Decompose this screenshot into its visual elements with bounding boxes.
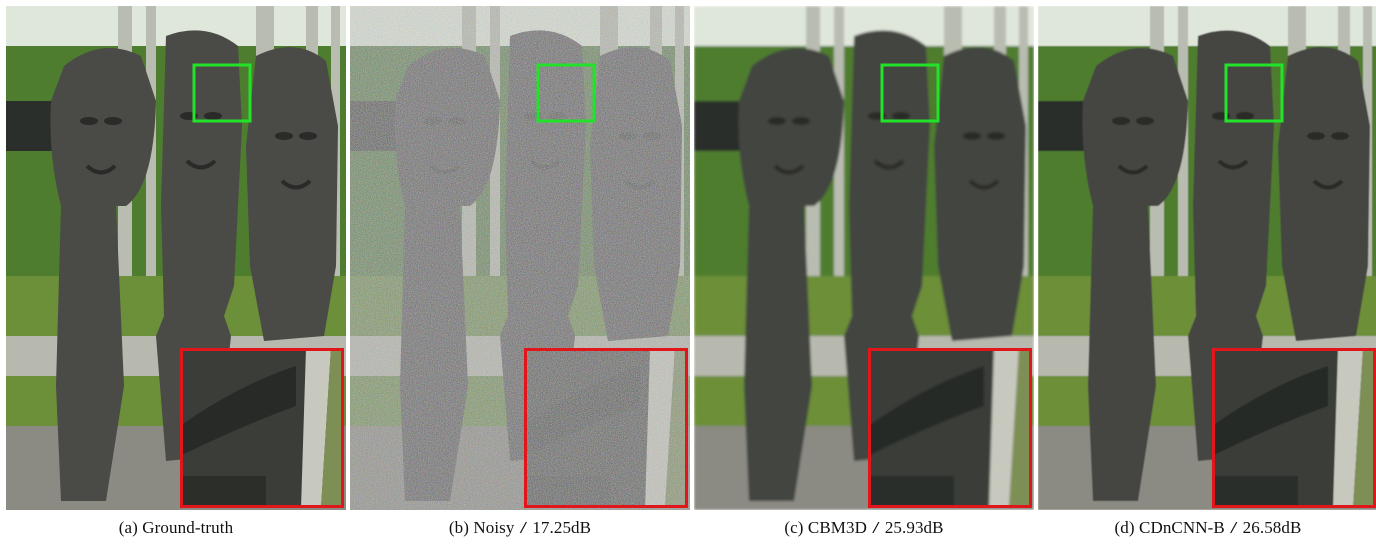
caption-method: Noisy: [473, 518, 515, 537]
roi-box: [880, 63, 940, 123]
caption-a: (a) Ground-truth: [6, 518, 346, 538]
caption-separator: /: [518, 521, 528, 538]
caption-separator: /: [871, 521, 881, 538]
caption-tag: (c): [784, 518, 804, 537]
caption-d: (d) CDnCNN-B / 26.58dB: [1038, 518, 1376, 538]
photo-noisy: [350, 6, 690, 510]
zoom-inset: [524, 348, 688, 508]
caption-psnr: 26.58dB: [1242, 518, 1302, 537]
roi-box: [192, 63, 252, 123]
statue-image: [350, 6, 690, 510]
caption-b: (b) Noisy / 17.25dB: [350, 518, 690, 538]
panel-b: [350, 6, 690, 510]
zoom-inset: [1212, 348, 1376, 508]
caption-tag: (a): [118, 518, 138, 537]
statue-image: [1038, 6, 1376, 510]
statue-image: [694, 6, 1034, 510]
zoom-inset: [868, 348, 1032, 508]
caption-tag: (d): [1114, 518, 1135, 537]
panel-d: [1038, 6, 1376, 510]
photo-cdncnn-b: [1038, 6, 1376, 510]
caption-tag: (b): [448, 518, 469, 537]
panel-a: [6, 6, 346, 510]
caption-separator: /: [1229, 521, 1239, 538]
caption-c: (c) CBM3D / 25.93dB: [694, 518, 1034, 538]
caption-method: CBM3D: [807, 518, 867, 537]
panel-c: [694, 6, 1034, 510]
photo-ground-truth: [6, 6, 346, 510]
caption-method: CDnCNN-B: [1139, 518, 1225, 537]
caption-psnr: 25.93dB: [884, 518, 944, 537]
statue-image: [6, 6, 346, 510]
caption-psnr: 17.25dB: [532, 518, 592, 537]
zoom-inset: [180, 348, 344, 508]
photo-cbm3d: [694, 6, 1034, 510]
roi-box: [536, 63, 596, 123]
roi-box: [1224, 63, 1284, 123]
caption-method: Ground-truth: [142, 518, 234, 537]
